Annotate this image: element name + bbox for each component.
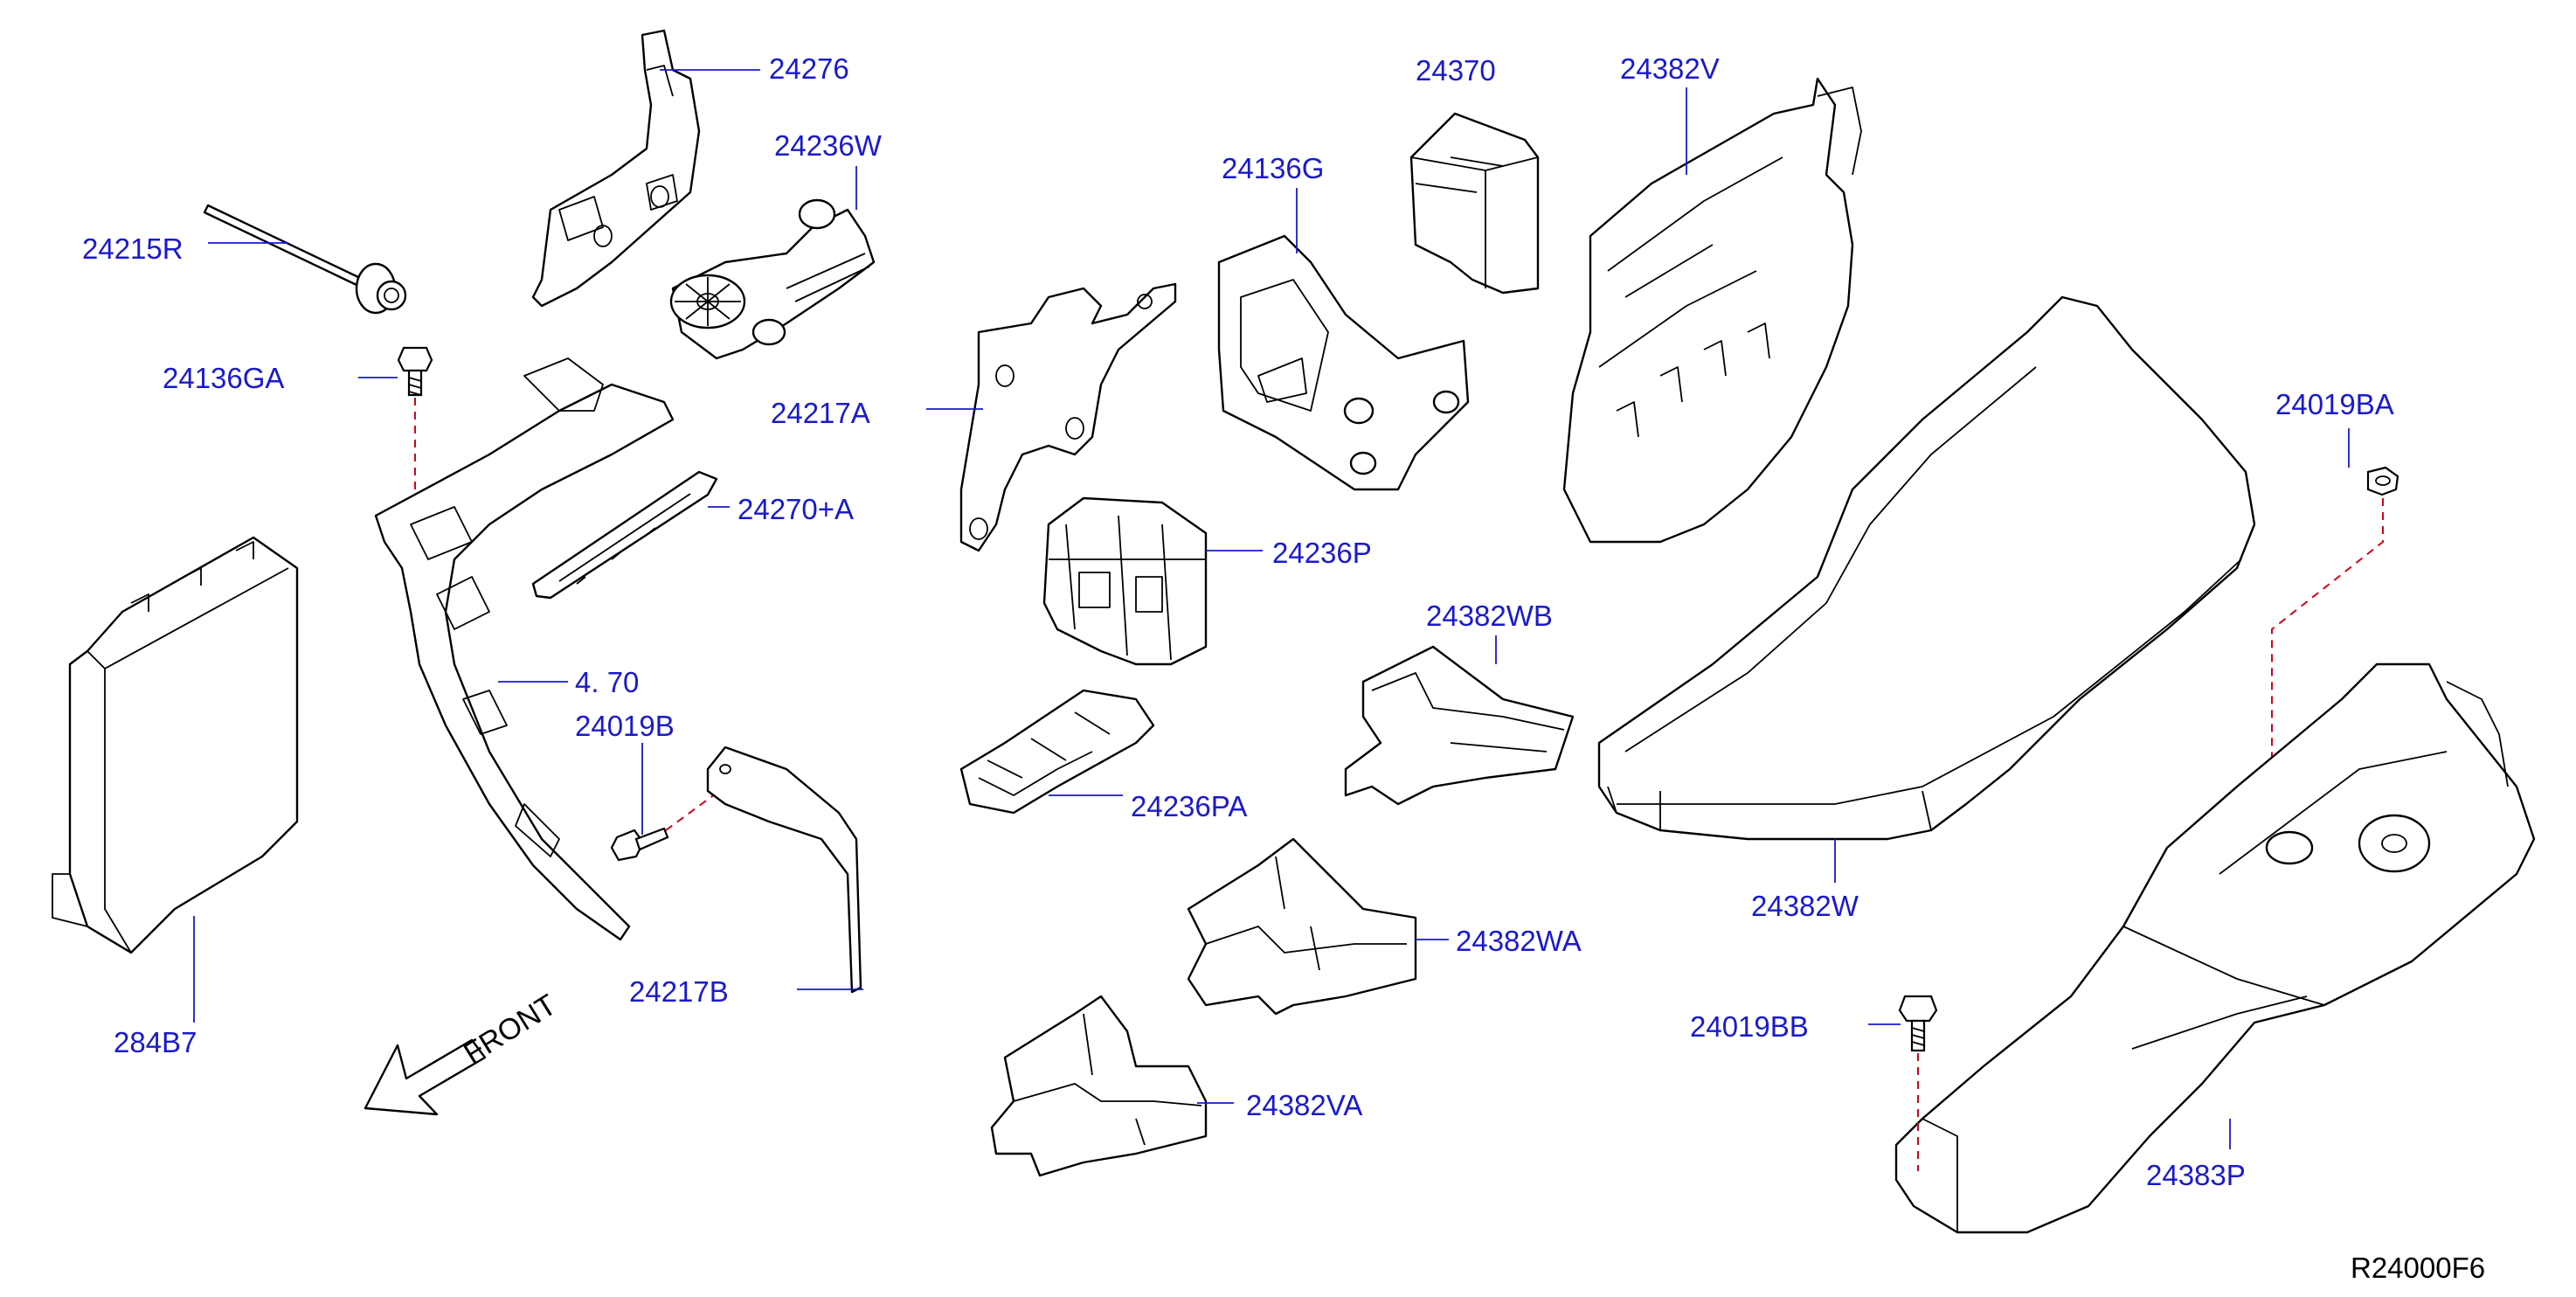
part-24236PA-connector bbox=[959, 689, 1155, 815]
part-24382VA-holder bbox=[990, 995, 1208, 1177]
label-24276: 24276 bbox=[769, 52, 849, 85]
part-24019BB-bolt bbox=[1898, 995, 1938, 1052]
part-24382V-cover bbox=[1562, 77, 1862, 544]
label-24019BA: 24019BA bbox=[2275, 388, 2394, 420]
label-24217A: 24217A bbox=[771, 397, 870, 429]
part-24370-cap bbox=[1409, 112, 1540, 295]
part-24136G-bracket bbox=[1217, 234, 1470, 491]
part-24019B-bolt bbox=[610, 827, 669, 862]
part-24215R-clip bbox=[203, 204, 407, 315]
part-24236P-block bbox=[1042, 496, 1208, 666]
part-24382W-cover bbox=[1597, 295, 2256, 841]
part-24382WA-holder bbox=[1187, 837, 1417, 1016]
front-arrow-icon bbox=[364, 1038, 487, 1116]
label-24382W: 24382W bbox=[1751, 890, 1859, 922]
part-24136GA-bolt bbox=[397, 346, 433, 397]
part-24276-bracket bbox=[531, 29, 701, 308]
label-284B7: 284B7 bbox=[114, 1026, 197, 1058]
label-24136GA: 24136GA bbox=[163, 362, 284, 394]
part-24236W-connector bbox=[669, 198, 876, 360]
part-labels: 24276 24236W 24215R 24136GA 24270+A 4. 7… bbox=[82, 52, 2485, 1284]
label-24382WB: 24382WB bbox=[1426, 600, 1553, 632]
centerline-24019BA bbox=[2271, 498, 2384, 874]
part-24217A-bracket bbox=[959, 282, 1177, 552]
label-24236P: 24236P bbox=[1272, 537, 1372, 569]
label-24383P: 24383P bbox=[2146, 1159, 2246, 1191]
label-24136G: 24136G bbox=[1222, 152, 1324, 184]
part-284B7-control-unit bbox=[52, 536, 299, 954]
label-24382WA: 24382WA bbox=[1456, 925, 1582, 957]
label-24019BB: 24019BB bbox=[1690, 1010, 1809, 1043]
label-24236W: 24236W bbox=[774, 129, 883, 162]
label-24215R: 24215R bbox=[82, 232, 184, 265]
label-24270: 4. 70 bbox=[575, 666, 639, 698]
label-24382V: 24382V bbox=[1620, 52, 1720, 85]
part-24382WB-holder bbox=[1344, 645, 1575, 806]
label-24270A: 24270+A bbox=[737, 493, 854, 525]
leader-lines bbox=[193, 69, 2350, 1149]
label-24370: 24370 bbox=[1416, 54, 1496, 87]
front-label: FRONT bbox=[458, 988, 562, 1071]
label-24236PA: 24236PA bbox=[1131, 790, 1247, 822]
label-24019B: 24019B bbox=[575, 710, 675, 742]
part-24019BA-nut bbox=[2366, 466, 2399, 496]
label-24217B: 24217B bbox=[629, 975, 729, 1008]
part-24383P-box bbox=[1894, 662, 2536, 1234]
part-24217B-plate bbox=[706, 746, 862, 994]
part-24270-bracket bbox=[374, 357, 675, 941]
label-24382VA: 24382VA bbox=[1246, 1089, 1362, 1121]
reference-code: R24000F6 bbox=[2351, 1252, 2485, 1284]
part-24270A-rail bbox=[531, 470, 718, 600]
